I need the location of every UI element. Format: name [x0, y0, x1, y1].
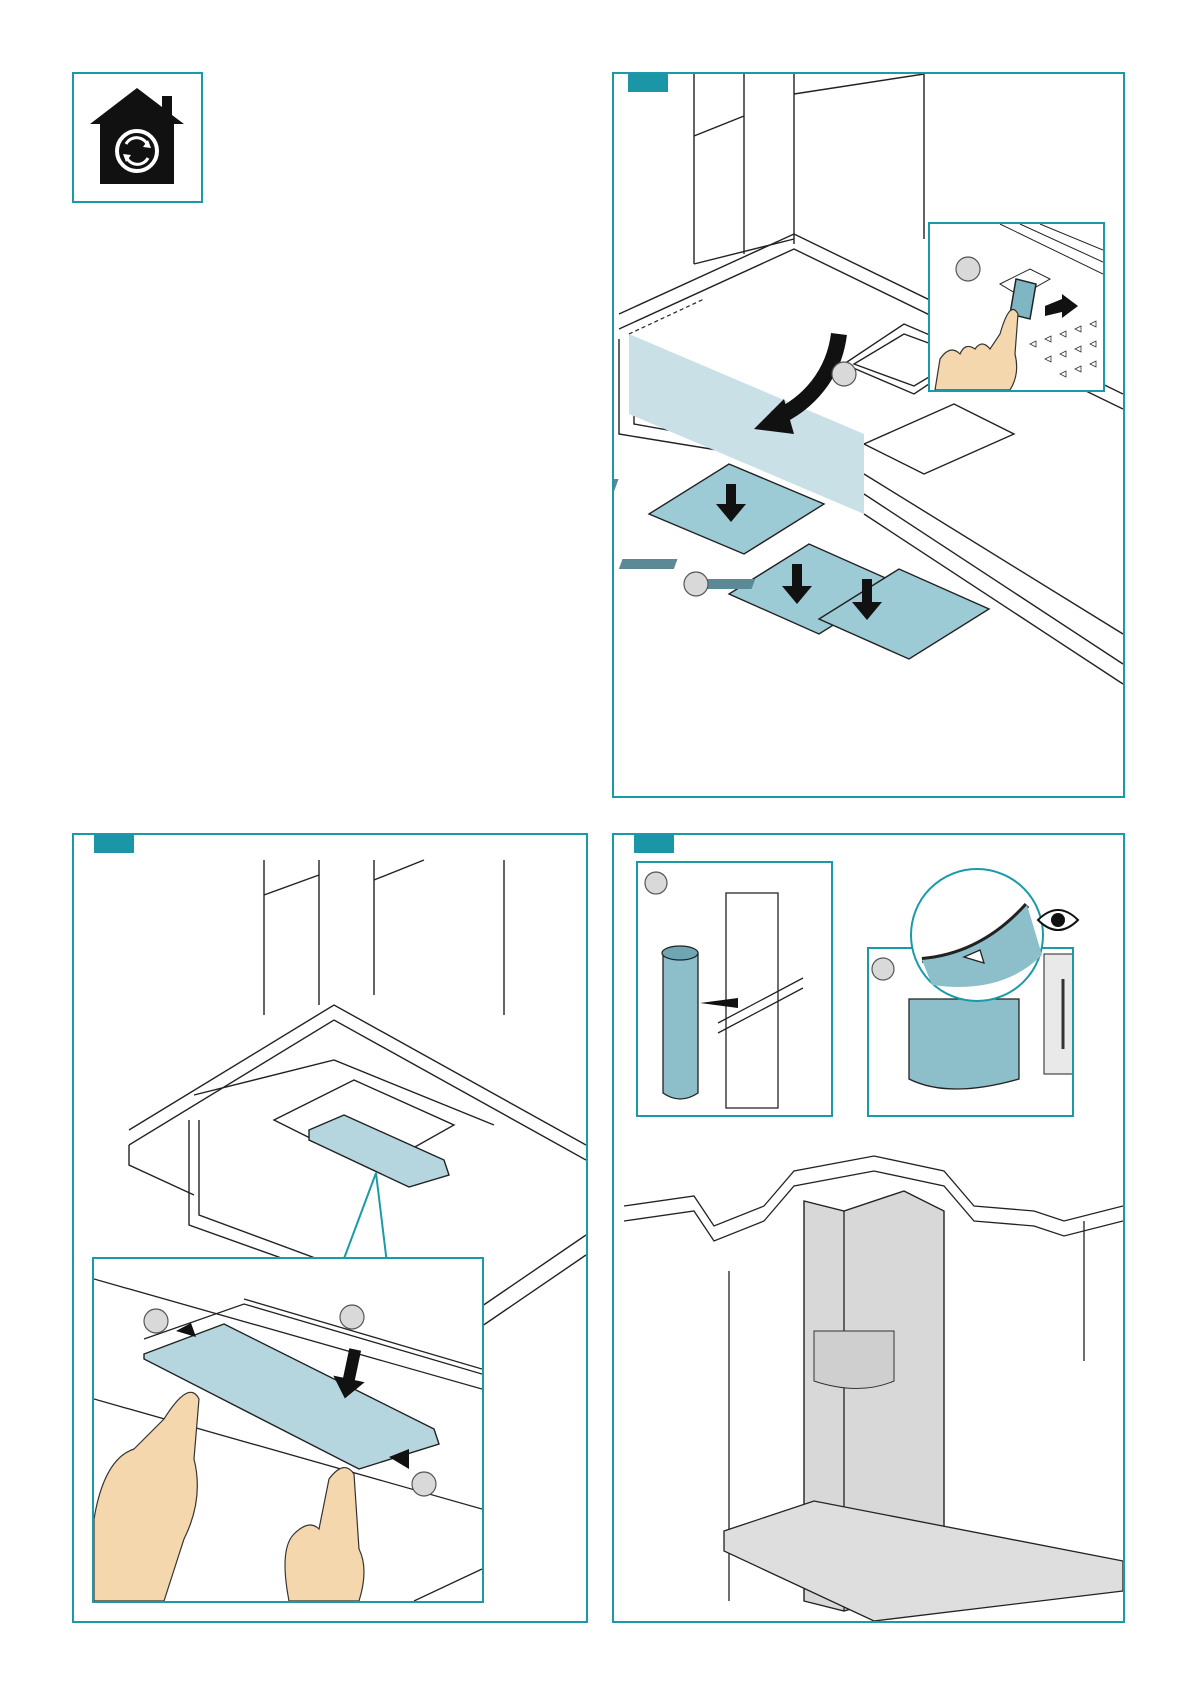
- hood-filter-illustration: [614, 74, 1123, 796]
- symbol-box: [72, 72, 203, 203]
- inset-duct-cutting: [636, 861, 833, 1117]
- inset-cover-release: [92, 1257, 484, 1603]
- inset-filter-latch: [928, 222, 1105, 392]
- cover-release-illustration: [94, 1259, 482, 1601]
- eye-icon: [1036, 905, 1080, 935]
- step-tab: [628, 72, 668, 92]
- filter-latch-illustration: [930, 224, 1103, 390]
- duct-cutting-illustration: [638, 863, 831, 1115]
- step-tab: [94, 833, 134, 853]
- step-tab: [634, 833, 674, 853]
- panel-chimney-install: [612, 833, 1125, 1623]
- magnifier-bubble: [902, 865, 1062, 1005]
- panel-filter-removal: [612, 72, 1125, 798]
- house-recirculation-icon: [74, 74, 201, 201]
- chimney-illustration: [614, 1151, 1123, 1621]
- panel-cover-removal: [72, 833, 588, 1623]
